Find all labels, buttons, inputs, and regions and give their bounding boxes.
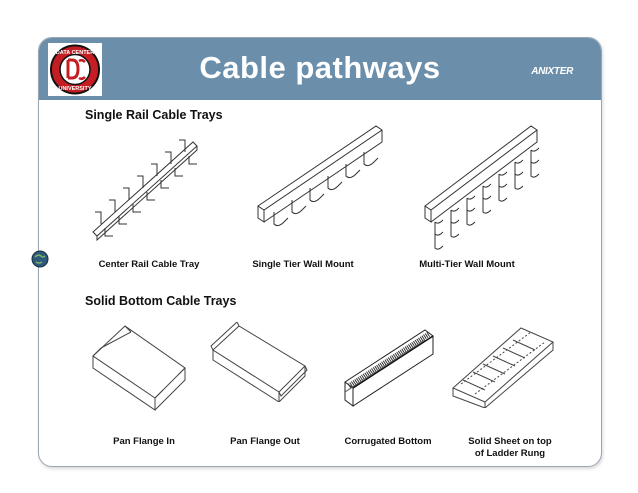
globe-icon (31, 250, 49, 268)
center-rail-tray-drawing (83, 122, 213, 242)
logo-bottom-text: UNIVERSITY (58, 86, 91, 92)
caption-pan-flange-in: Pan Flange In (113, 436, 175, 447)
corrugated-bottom-drawing (341, 326, 437, 410)
ladder-rung-drawing (449, 322, 559, 408)
section-title-solid-bottom: Solid Bottom Cable Trays (85, 294, 237, 308)
header-bar: DATA CENTER UNIVERSITY Cable pathways AN… (39, 38, 601, 100)
caption-single-tier: Single Tier Wall Mount (252, 259, 354, 270)
caption-corrugated-bottom: Corrugated Bottom (344, 436, 432, 447)
pan-flange-in-drawing (89, 322, 189, 414)
brand-logo-text: ANIXTER (531, 66, 573, 77)
pan-flange-out-drawing (209, 322, 309, 402)
caption-center-rail: Center Rail Cable Tray (98, 259, 200, 270)
caption-multi-tier: Multi-Tier Wall Mount (419, 259, 515, 270)
logo-top-text: DATA CENTER (56, 50, 94, 56)
section-title-single-rail: Single Rail Cable Trays (85, 108, 223, 122)
caption-pan-flange-out: Pan Flange Out (230, 436, 300, 447)
slide-title: Cable pathways (199, 50, 441, 85)
single-tier-wall-mount-drawing (252, 122, 392, 237)
slide: DATA CENTER UNIVERSITY Cable pathways AN… (38, 37, 602, 467)
data-center-university-logo: DATA CENTER UNIVERSITY (48, 43, 102, 96)
caption-ladder-rung: Solid Sheet on top of Ladder Rung (468, 436, 552, 459)
multi-tier-wall-mount-drawing (421, 122, 546, 257)
